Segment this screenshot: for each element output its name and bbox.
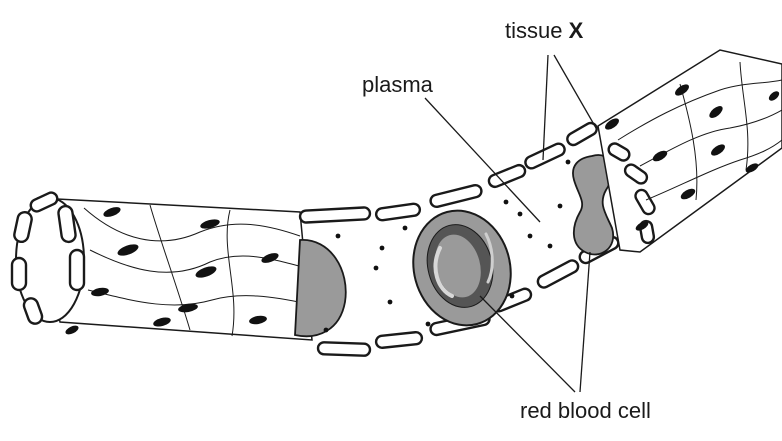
- red-blood-cell-center: [401, 200, 524, 337]
- rbc-leader-1: [480, 296, 575, 392]
- rbc-leader-2: [580, 252, 590, 392]
- tissue-letter: X: [569, 18, 584, 43]
- capillary-right-section: [598, 50, 782, 252]
- plasma-label: plasma: [362, 72, 434, 97]
- capillary-left-section: [12, 191, 312, 340]
- tissue-label-text: tissue: [505, 18, 569, 43]
- red-blood-cell-label: red blood cell: [520, 398, 651, 423]
- red-blood-cell-left-partial: [295, 240, 346, 336]
- tissue-x-leader-2: [554, 55, 596, 128]
- tissue-x-leader-1: [543, 55, 548, 160]
- tissue-x-label: tissue X: [505, 18, 584, 43]
